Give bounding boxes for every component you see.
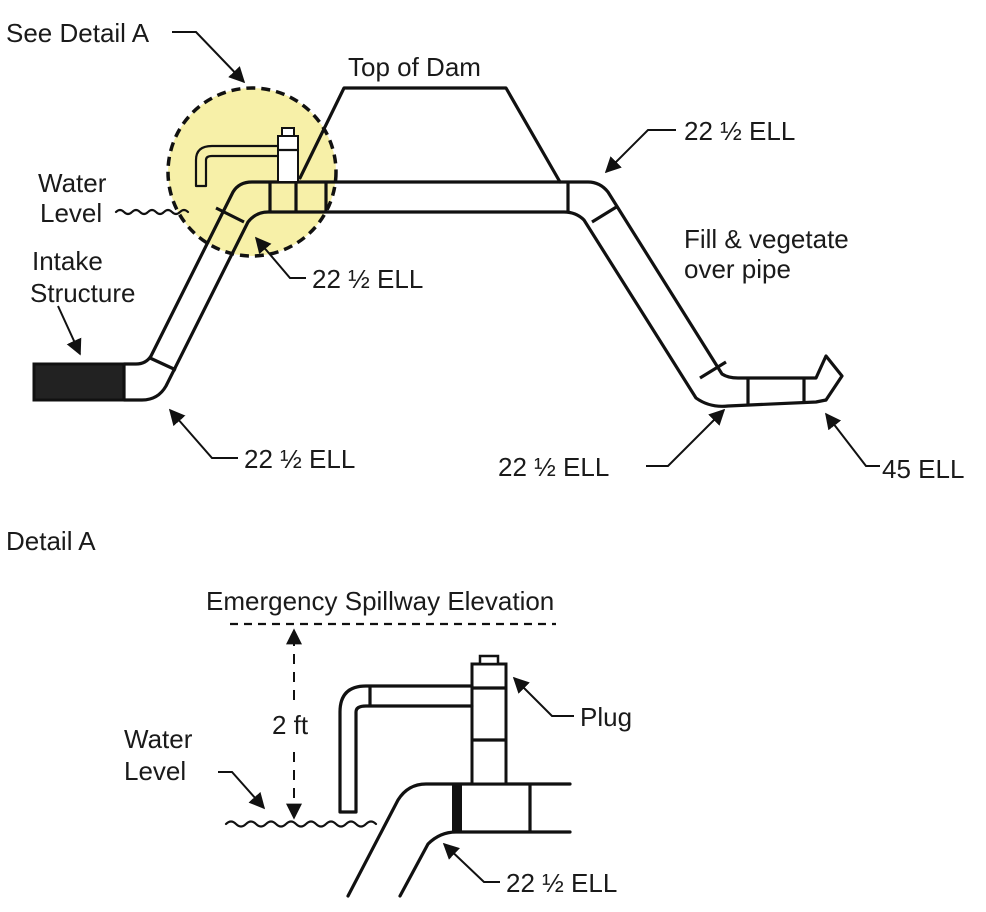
ell-bottom-right-label: 22 ½ ELL: [498, 452, 609, 482]
detail-pipe-outer: [346, 782, 572, 898]
intake-label: Intake: [32, 246, 103, 276]
height-label: 2 ft: [272, 710, 309, 740]
ell-bottom-left-arrow: [168, 408, 238, 459]
fill-label-line2: over pipe: [684, 254, 791, 284]
detail-pipe-joint-black: [452, 784, 462, 832]
detail-water-wave: [224, 820, 378, 828]
detail-a: Detail A Emergency Spillway Elevation 2 …: [6, 526, 632, 898]
ell-top-left-arrow: [254, 236, 306, 279]
ell-top-right-label: 22 ½ ELL: [684, 116, 795, 146]
detail-a-highlight-circle: [166, 86, 338, 258]
ell-45-arrow: [825, 412, 880, 467]
riser-plug: [478, 654, 500, 666]
pipe-bottom-edge: [122, 210, 828, 408]
ell-45-label: 45 ELL: [882, 454, 964, 484]
intake-structure: [32, 362, 126, 402]
ell-bottom-right-arrow: [646, 408, 726, 467]
fill-label-line1: Fill & vegetate: [684, 224, 849, 254]
dam-embankment: [298, 86, 562, 184]
intake-arrow: [57, 305, 82, 356]
water-label: Water: [38, 168, 107, 198]
water-level-wave: [114, 208, 190, 216]
spillway-elevation-label: Emergency Spillway Elevation: [206, 586, 554, 616]
overflow-pipe: [338, 684, 474, 814]
riser-body: [470, 662, 508, 786]
see-detail-label: See Detail A: [6, 18, 150, 48]
water-level-arrow: [218, 771, 266, 810]
pipe-joint: [699, 360, 727, 380]
detail-ell-label: 22 ½ ELL: [506, 868, 617, 898]
plug-arrow: [512, 676, 574, 717]
pipe-joint: [149, 356, 177, 372]
detail-level-label: Level: [124, 756, 186, 786]
ell-top-left-label: 22 ½ ELL: [312, 264, 423, 294]
ell-bottom-left-label: 22 ½ ELL: [244, 444, 355, 474]
pipe-top-edge: [122, 180, 844, 402]
plug-label: Plug: [580, 702, 632, 732]
main-diagram: See Detail A Top of Dam Water Level Inta…: [6, 18, 964, 484]
see-detail-arrow: [172, 31, 246, 84]
pipe-joint: [215, 206, 245, 224]
detail-a-title: Detail A: [6, 526, 96, 556]
detail-ell-arrow: [442, 842, 500, 883]
pipe-joint: [591, 204, 619, 224]
level-label: Level: [40, 198, 102, 228]
mini-riser: [194, 127, 300, 188]
ell-top-right-arrow: [604, 129, 676, 174]
structure-label: Structure: [30, 278, 136, 308]
detail-water-label: Water: [124, 724, 193, 754]
top-of-dam-label: Top of Dam: [348, 52, 481, 82]
